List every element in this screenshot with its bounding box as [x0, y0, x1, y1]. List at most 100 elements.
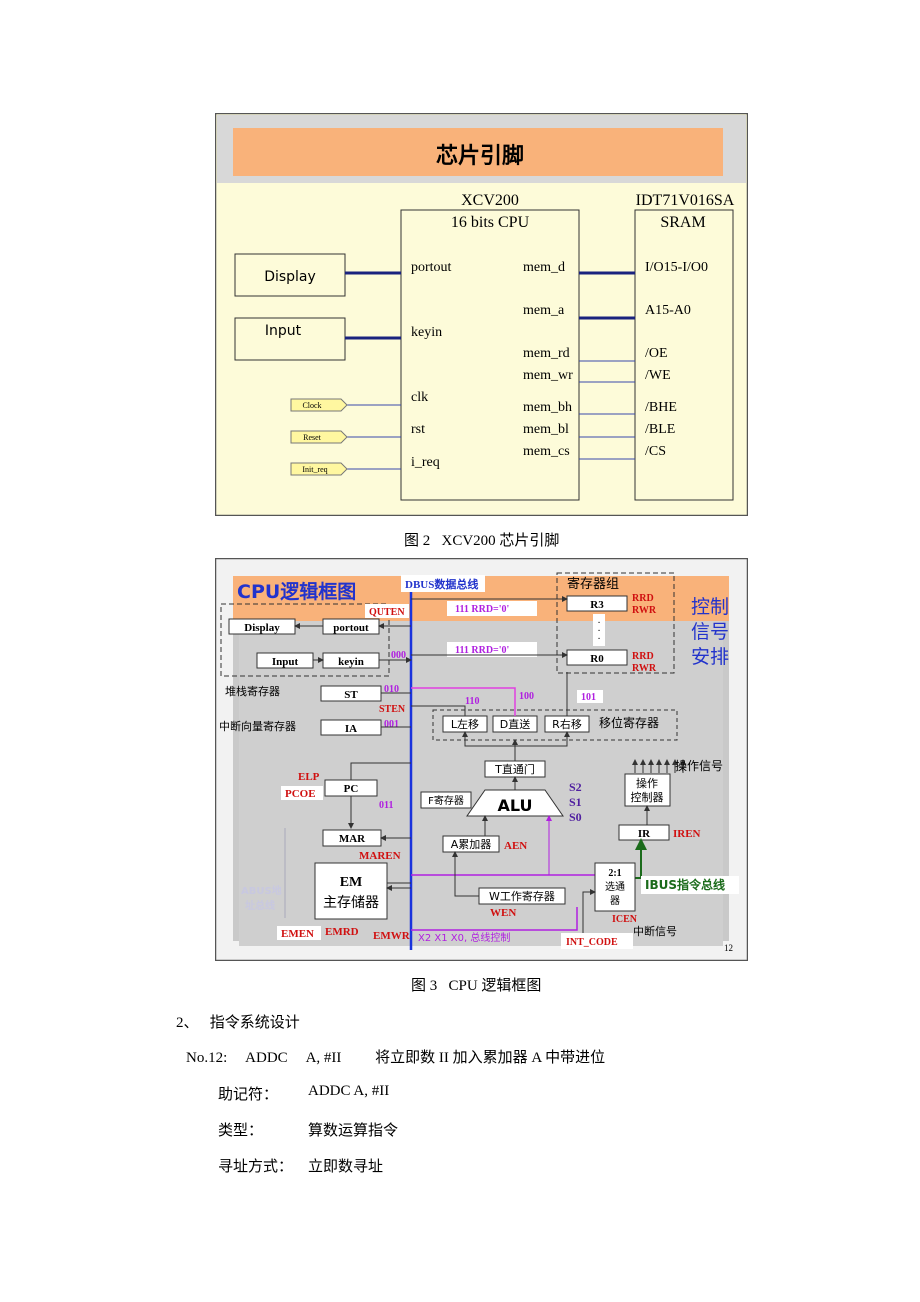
- display-box: [234, 253, 346, 297]
- icen-label: ICEN: [612, 914, 638, 925]
- stack-label: 堆栈寄存器: [225, 684, 280, 698]
- sram-pin-ble: /BLE: [645, 422, 675, 437]
- controller-line2: 控制器: [631, 790, 664, 804]
- init-req-flag: [290, 462, 348, 476]
- io-keyin: keyin: [338, 656, 364, 668]
- int-vector-label: 中断向量寄存器: [219, 719, 296, 733]
- shift-right: R右移: [552, 717, 582, 731]
- pin-mem-bl: mem_bl: [523, 422, 569, 437]
- ibus-label: IBUS指令总线: [645, 877, 725, 892]
- shift-left: L左移: [451, 718, 479, 731]
- sel-s2: S2: [569, 780, 582, 794]
- shift-label: 移位寄存器: [599, 715, 659, 730]
- code-110: 110: [465, 696, 479, 707]
- control-line-2: 信号: [691, 621, 729, 643]
- register-group: [556, 572, 675, 674]
- io-display: Display: [244, 622, 280, 634]
- mux-line2: 选通: [605, 880, 625, 893]
- pin-mem-cs: mem_cs: [523, 444, 570, 459]
- code-010: 010: [384, 684, 399, 695]
- sel-s0: S0: [569, 810, 582, 824]
- mnemonic-value: ADDC A, #II: [308, 1083, 390, 1099]
- interrupt-signal: 中断信号: [633, 924, 677, 938]
- pin-mem-wr: mem_wr: [523, 368, 573, 383]
- reg-st: ST: [344, 689, 358, 701]
- cpu-logic-diagram: CPU逻辑框图 DBUS数据总线 寄存器组 R3 · · · R0 RRD RW…: [215, 558, 748, 961]
- section-heading: 2、 指令系统设计: [176, 1015, 300, 1031]
- clock-label: Clock: [302, 401, 321, 410]
- figure3-caption: 图 3 CPU 逻辑框图: [411, 978, 542, 994]
- reg-acc: A累加器: [451, 838, 492, 851]
- code-101: 101: [581, 692, 596, 703]
- sram-pin-cs: /CS: [645, 444, 666, 459]
- mux-line3: 器: [610, 895, 620, 907]
- wen-label: WEN: [490, 907, 516, 919]
- pin-keyin: keyin: [411, 325, 442, 340]
- banner-title: 芯片引脚: [436, 144, 524, 169]
- reg-ir: IR: [638, 828, 651, 840]
- mnemonic-label: 助记符：: [218, 1087, 279, 1103]
- sel-s1: S1: [569, 795, 582, 809]
- control-line-1: 控制: [691, 596, 729, 618]
- chip-pin-figure: 芯片引脚 XCV200 16 bits CPU IDT71V016SA SRAM…: [215, 113, 748, 516]
- diagram-title: CPU逻辑框图: [237, 580, 356, 603]
- sram-pin-bhe: /BHE: [645, 400, 677, 415]
- page-number: 12: [724, 943, 733, 953]
- io-input: Input: [272, 656, 299, 668]
- code-100: 100: [519, 691, 534, 702]
- reg-r0: R0: [590, 653, 604, 665]
- pin-mem-d: mem_d: [523, 260, 565, 275]
- code-001: 001: [384, 719, 399, 730]
- elp-label: ELP: [298, 771, 320, 783]
- shift-register-area: [432, 709, 678, 741]
- ops-signal: 操作信号: [675, 758, 723, 773]
- cpu-desc: 16 bits CPU: [451, 214, 530, 231]
- alu-label: ALU: [498, 796, 533, 815]
- type-value: 算数运算指令: [308, 1123, 399, 1139]
- reg-group-label: 寄存器组: [567, 576, 619, 592]
- pin-portout: portout: [411, 260, 452, 275]
- pin-i-req: i_req: [411, 455, 440, 470]
- alu-shape: [466, 789, 564, 817]
- aen-label: AEN: [504, 840, 527, 852]
- reset-label: Reset: [303, 433, 322, 442]
- sram-pin-oe: /OE: [645, 346, 668, 361]
- mux-line1: 2:1: [608, 868, 621, 879]
- code-011: 011: [379, 800, 393, 811]
- control-line-3: 安排: [691, 646, 729, 668]
- abus-line2: 址总线: [245, 899, 275, 912]
- svg-text:·: ·: [597, 626, 600, 637]
- sten-label: STEN: [379, 704, 406, 715]
- sram-pin-io: I/O15-I/O0: [645, 260, 708, 275]
- emwr-label: EMWR: [373, 930, 411, 942]
- reg-ia: IA: [345, 723, 357, 735]
- code-111-b: 111 RRD='0': [455, 645, 510, 656]
- abus-line1: ABUS地: [241, 884, 282, 897]
- rwr-top: RWR: [632, 605, 657, 616]
- title-banner: [233, 128, 723, 176]
- pin-mem-a: mem_a: [523, 303, 565, 318]
- sram-name: IDT71V016SA: [636, 192, 735, 209]
- pin-clk: clk: [411, 390, 428, 405]
- rrd-bottom: RRD: [632, 651, 654, 662]
- init-req-label: Init_req: [302, 465, 327, 474]
- reset-flag: [290, 430, 348, 444]
- em-desc: 主存储器: [323, 895, 379, 911]
- sram-pin-we: /WE: [645, 368, 671, 383]
- rwr-bottom: RWR: [632, 663, 657, 674]
- clock-flag: [290, 398, 348, 412]
- pcoe-label: PCOE: [285, 788, 316, 800]
- reg-r3: R3: [590, 599, 604, 611]
- maren-label: MAREN: [359, 850, 401, 862]
- io-portout: portout: [333, 622, 369, 634]
- dbus-label: DBUS数据总线: [405, 577, 478, 591]
- code-111-a: 111 RRD='0': [455, 604, 510, 615]
- display-label: Display: [264, 269, 316, 285]
- sram-box: [634, 209, 734, 501]
- sram-desc: SRAM: [660, 214, 705, 231]
- reg-mar: MAR: [339, 833, 366, 845]
- controller-line1: 操作: [636, 776, 658, 790]
- int-code: INT_CODE: [566, 937, 618, 948]
- reg-pc: PC: [344, 783, 359, 795]
- quten-label: QUTEN: [369, 607, 405, 618]
